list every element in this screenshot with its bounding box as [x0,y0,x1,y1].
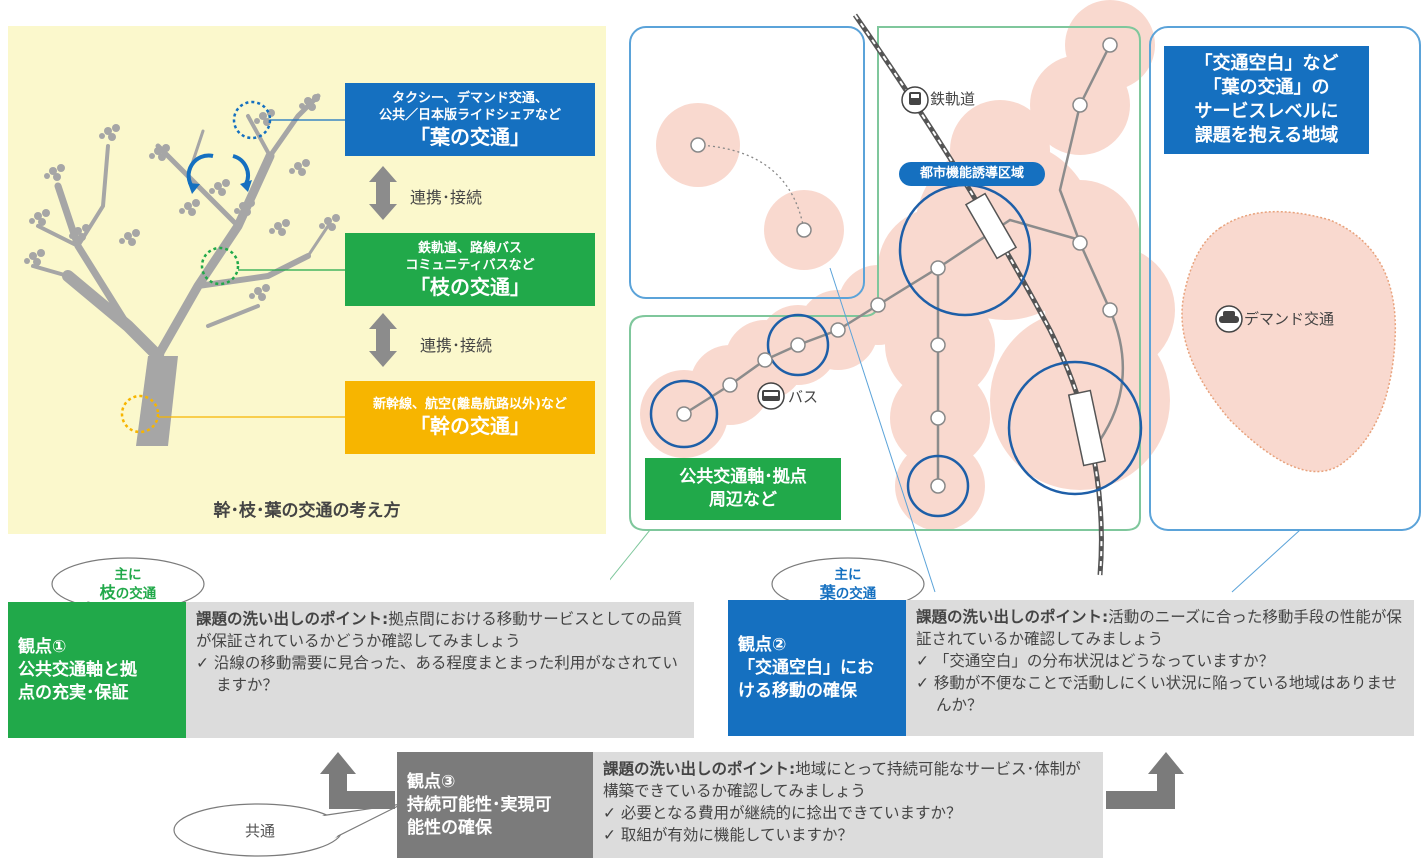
bubble-vp1-text: 主に 枝の交通 [48,566,208,603]
bubble-vp1-line1: 主に [114,567,142,583]
railway-label: 鉄軌道 [930,90,976,108]
trunk-transport-title: 「幹の交通」 [410,414,530,438]
tree-illustration [24,93,397,446]
leaf-transport-title: 「葉の交通」 [410,124,530,149]
viewpoint-3-title: 観点③ 持続可能性･実現可 能性の確保 [407,771,552,838]
bubble-vp3 [173,803,403,857]
trunk-transport-examples: 新幹線、航空(離島航路以外)など [373,397,567,412]
branch-transport-box: 鉄軌道、路線バス コミュニティバスなど 「枝の交通」 [345,233,595,306]
link-label-1: 連携･接続 [410,188,483,207]
trunk-transport-box: 新幹線、航空(離島航路以外)など 「幹の交通」 [345,381,595,454]
viewpoint-1-title: 観点① 公共交通軸と拠 点の充実･保証 [18,636,137,703]
branch-transport-title: 「枝の交通」 [410,274,530,299]
viewpoint-2-box: 観点② 「交通空白」にお ける移動の確保 [728,600,906,736]
tree-caption: 幹･枝･葉の交通の考え方 [213,501,401,521]
bus-label: バス [788,388,819,406]
viewpoint-2-title: 観点② 「交通空白」にお ける移動の確保 [738,634,874,701]
viewpoint-1-box: 観点① 公共交通軸と拠 点の充実･保証 [8,602,186,738]
leaf-transport-examples: タクシー、デマンド交通、 公共／日本版ライドシェアなど [378,90,561,123]
viewpoint-1-text: 課題の洗い出しのポイント:拠点間における移動サービスとしての品質が保証されている… [196,610,683,650]
bubble-vp2-text: 主に 葉の交通 [768,566,928,603]
viewpoint-2-check-1: ✓ 「交通空白」の分布状況はどうなっていますか？ [916,652,1275,670]
viewpoint-3-check-1: ✓ 必要となる費用が継続的に捻出できていますか？ [603,804,962,822]
viewpoint-2-check-2: ✓ 移動が不便なことで活動しにくい状況に陥っている地域はありませんか？ [916,674,1397,714]
train-icon [901,86,929,114]
viewpoint-3-text: 課題の洗い出しのポイント:地域にとって持続可能なサービス･体制が構築できているか… [603,760,1081,800]
bubble-vp1-line2: 枝の交通 [99,583,157,603]
viewpoint-3-box: 観点③ 持続可能性･実現可 能性の確保 [397,752,593,858]
car-icon [1215,305,1243,333]
transport-gap-area-label: 「交通空白」など 「葉の交通」の サービスレベルに 課題を抱える地域 [1164,46,1369,154]
viewpoint-2-text: 課題の洗い出しのポイント:活動のニーズに合った移動手段の性能が保証されているか確… [916,608,1402,648]
bubble-vp2-line1: 主に [834,567,862,583]
viewpoint-3-check-2: ✓ 取組が有効に機能していますか？ [603,826,853,844]
bus-icon [757,382,785,410]
demand-transport-label: デマンド交通 [1244,310,1335,328]
branch-transport-examples: 鉄軌道、路線バス コミュニティバスなど [405,240,535,273]
viewpoint-1-description: 課題の洗い出しのポイント:拠点間における移動サービスとしての品質が保証されている… [186,602,694,738]
link-label-2: 連携･接続 [420,336,493,355]
arrow-up-left [320,752,395,809]
viewpoint-3-description: 課題の洗い出しのポイント:地域にとって持続可能なサービス･体制が構築できているか… [593,752,1103,858]
viewpoint-2-description: 課題の洗い出しのポイント:活動のニーズに合った移動手段の性能が保証されているか確… [906,600,1414,736]
arrow-up-right [1106,752,1184,809]
viewpoint-1-check-1: ✓ 沿線の移動需要に見合った、ある程度まとまった利用がなされていますか？ [196,654,678,694]
area-map [610,0,1421,593]
urban-function-zone-badge: 都市機能誘導区域 [899,162,1045,186]
transit-axis-label: 公共交通軸･拠点 周辺など [645,458,841,520]
leaf-transport-box: タクシー、デマンド交通、 公共／日本版ライドシェアなど 「葉の交通」 [345,83,595,156]
bubble-vp2-line2: 葉の交通 [819,583,877,603]
bubble-vp3-text: 共通 [244,822,275,840]
